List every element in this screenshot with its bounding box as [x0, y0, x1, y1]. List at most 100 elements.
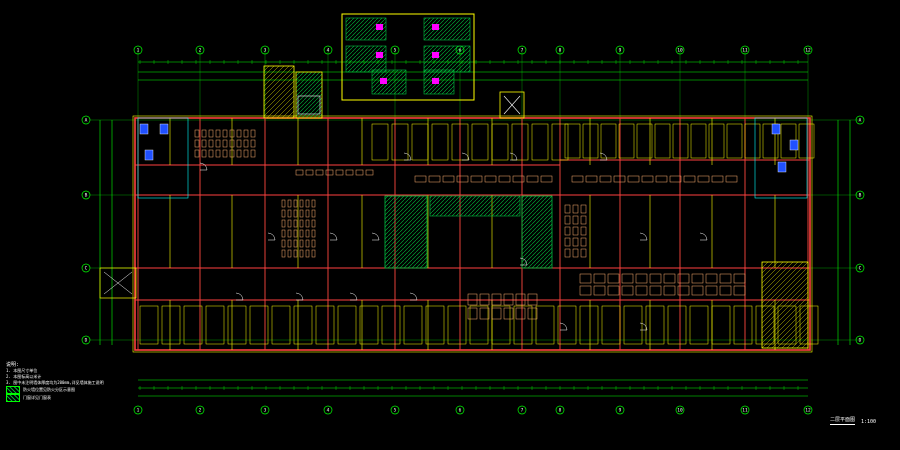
door-swing-icon	[295, 292, 304, 301]
desk	[229, 139, 235, 148]
room-cell	[425, 305, 445, 345]
toilet-fixture	[144, 149, 154, 161]
desk	[311, 199, 316, 208]
axis-label-bottom: 9	[619, 408, 622, 414]
desk	[572, 237, 579, 247]
desk	[599, 175, 612, 183]
door-swing-icon	[329, 232, 338, 241]
axis-label-top: 8	[559, 48, 562, 54]
exterior-wall	[134, 117, 811, 351]
desk	[564, 237, 571, 247]
room-cell	[271, 305, 291, 345]
room-cell	[205, 305, 225, 345]
desk	[564, 204, 571, 214]
vent-cross	[503, 95, 521, 115]
axis-bubble-icon	[455, 405, 465, 415]
desk	[325, 169, 334, 176]
annex-room-hatch	[423, 45, 471, 73]
room-cell	[733, 305, 753, 345]
toilet-fixture	[777, 161, 787, 173]
axis-label-right: D	[859, 338, 862, 344]
desk	[470, 175, 483, 183]
desk	[580, 248, 587, 258]
room-cell	[491, 123, 509, 161]
axis-label-top: 3	[264, 48, 267, 54]
axis-bubble-icon	[323, 45, 333, 55]
room-cell	[391, 123, 409, 161]
desk	[572, 215, 579, 225]
desk	[194, 139, 200, 148]
desk	[335, 169, 344, 176]
room-cell	[471, 123, 489, 161]
desk	[607, 285, 620, 296]
desk	[484, 175, 497, 183]
desk	[512, 175, 525, 183]
desk	[222, 139, 228, 148]
desk	[315, 169, 324, 176]
desk	[572, 248, 579, 258]
desk	[305, 219, 310, 228]
desk	[287, 219, 292, 228]
legend-item-1: 防火墙位置见防火分区示意图	[6, 386, 136, 394]
desk	[215, 149, 221, 158]
equipment-marker	[432, 52, 439, 58]
shaft-hatch	[295, 71, 323, 119]
drawing-scale: 1:100	[861, 419, 877, 425]
desk	[649, 285, 662, 296]
axis-bubble-icon	[133, 45, 143, 55]
desk	[311, 219, 316, 228]
door-swing-icon	[349, 292, 358, 301]
axis-label-top: 10	[677, 48, 683, 54]
room-cell	[359, 305, 379, 345]
desk	[503, 307, 514, 320]
axis-bubble-icon	[81, 335, 91, 345]
atrium-planting	[521, 195, 553, 269]
desk	[491, 307, 502, 320]
desk	[515, 307, 526, 320]
desk	[194, 149, 200, 158]
axis-label-bottom: 11	[742, 408, 748, 414]
toilet-fixture	[159, 123, 169, 135]
desk	[208, 139, 214, 148]
axis-bubble-icon	[855, 335, 865, 345]
desk	[683, 175, 696, 183]
room-cell	[618, 123, 635, 159]
desk	[719, 273, 732, 284]
room-cell	[511, 123, 529, 161]
desk	[580, 204, 587, 214]
desk	[345, 169, 354, 176]
atrium-planting	[384, 195, 428, 269]
stair-box	[99, 267, 137, 299]
desk	[281, 219, 286, 228]
desk	[299, 239, 304, 248]
room-cell	[726, 123, 743, 159]
axis-bubble-icon	[803, 45, 813, 55]
desk	[479, 307, 490, 320]
desk	[293, 219, 298, 228]
room-cell	[689, 305, 709, 345]
legend-line-2: 2. 本图标高以米计	[6, 374, 42, 379]
equipment-marker	[432, 78, 439, 84]
desk	[222, 129, 228, 138]
axis-bubble-icon	[675, 45, 685, 55]
door-swing-icon	[199, 162, 208, 171]
axis-label-bottom: 1	[137, 408, 140, 414]
room-cell	[564, 123, 581, 159]
axis-label-top: 11	[742, 48, 748, 54]
axis-label-bottom: 6	[459, 408, 462, 414]
shaft-box	[297, 95, 321, 115]
room-cell	[469, 305, 489, 345]
axis-label-bottom: 12	[805, 408, 811, 414]
desk	[711, 175, 724, 183]
room-cell	[337, 305, 357, 345]
desk	[621, 273, 634, 284]
room-cell	[582, 123, 599, 159]
annex-room-hatch	[423, 17, 471, 41]
desk	[215, 129, 221, 138]
desk	[305, 169, 314, 176]
axis-bubble-icon	[740, 405, 750, 415]
roof-vent-box	[499, 91, 525, 119]
axis-label-top: 12	[805, 48, 811, 54]
